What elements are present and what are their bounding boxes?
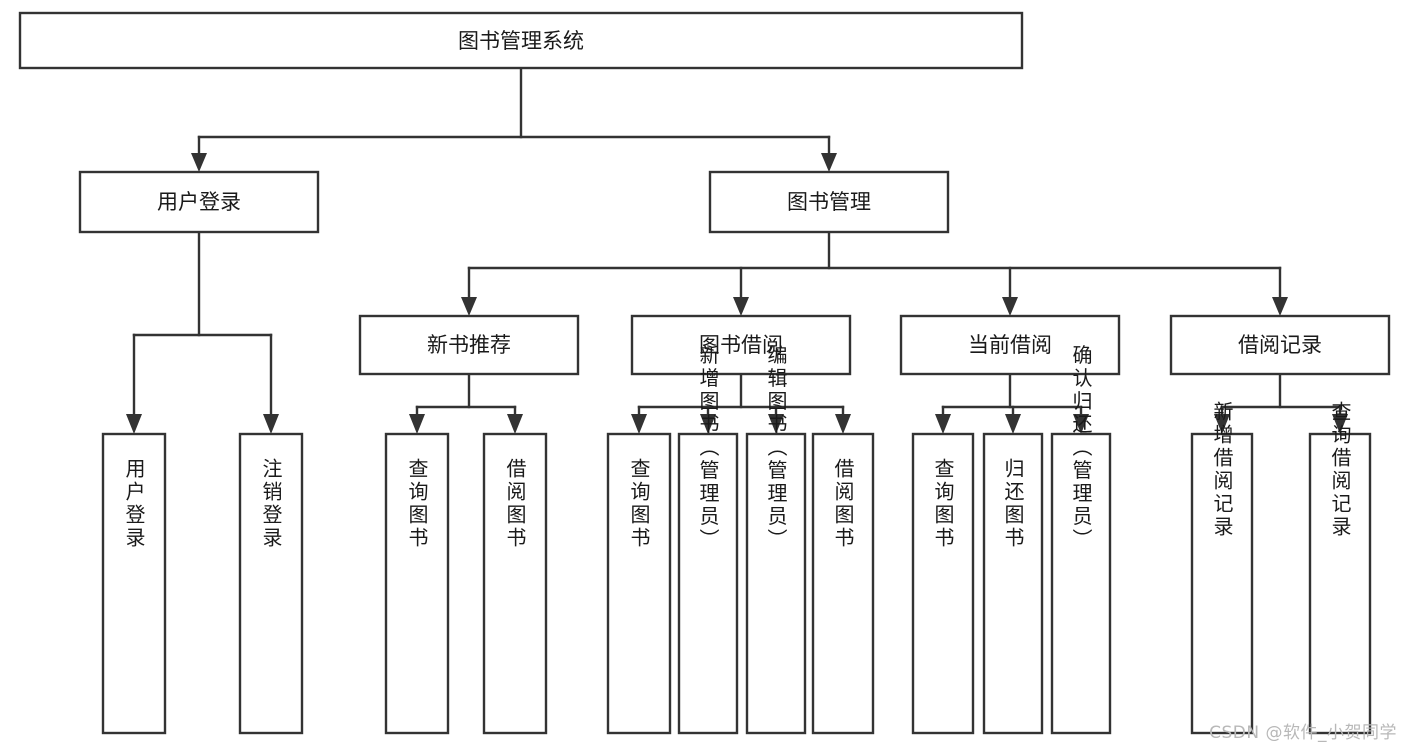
node-user-login[interactable]: 用户登录: [78, 170, 320, 234]
node-leaf-add-borrow-record-label: 新增借阅记录: [1210, 401, 1234, 539]
arrow-to-new-book-recommend: [461, 297, 477, 316]
node-leaf-edit-book-admin-box[interactable]: [745, 432, 807, 735]
node-leaf-add-book-admin-box[interactable]: [677, 432, 739, 735]
node-leaf-query-book-current-box[interactable]: [911, 432, 975, 735]
node-root-box[interactable]: [18, 11, 1024, 70]
node-leaf-confirm-return-admin-box[interactable]: [1050, 432, 1112, 735]
node-borrow-record[interactable]: 借阅记录: [1169, 314, 1391, 376]
arrow-to-book-manage: [821, 153, 837, 172]
node-book-manage-label: 图书管理: [787, 190, 871, 214]
node-user-login-label: 用户登录: [157, 190, 241, 214]
node-leaf-borrow-book-box[interactable]: [811, 432, 875, 735]
node-leaf-query-borrow-record-box[interactable]: [1308, 432, 1372, 735]
node-leaf-return-book-label: 归还图书: [1001, 458, 1025, 550]
leaf-box-layer: [101, 432, 1372, 735]
node-leaf-user-login-label: 用户登录: [122, 458, 146, 550]
node-book-manage[interactable]: 图书管理: [708, 170, 950, 234]
arrow-leaf-add-book-admin: [700, 414, 716, 434]
connector-layer: [126, 66, 1348, 434]
arrow-leaf-borrow-book: [835, 414, 851, 434]
node-leaf-edit-book-admin-label: 编辑图书（管理员）: [764, 344, 788, 551]
node-new-book-recommend[interactable]: 新书推荐: [358, 314, 580, 376]
node-leaf-query-book-recommend-label: 查询图书: [405, 458, 429, 550]
arrow-to-book-borrow: [733, 297, 749, 316]
node-leaf-query-borrow-record-label: 查询借阅记录: [1328, 401, 1352, 539]
arrow-leaf-return-book: [1005, 414, 1021, 434]
node-borrow-record-label: 借阅记录: [1238, 333, 1322, 357]
leaf-label-layer: 用户登录 注销登录 查询图书 借阅图书 查询图书 新增图书（管理员） 编辑图书（…: [122, 344, 1352, 551]
node-leaf-query-book-recommend-box[interactable]: [384, 432, 450, 735]
arrow-leaf-logout: [263, 414, 279, 434]
node-leaf-logout-box[interactable]: [238, 432, 304, 735]
node-root[interactable]: 图书管理系统: [18, 11, 1024, 70]
node-current-borrow-box[interactable]: [899, 314, 1121, 376]
node-leaf-logout-label: 注销登录: [259, 458, 283, 550]
node-leaf-return-book-box[interactable]: [982, 432, 1044, 735]
node-new-book-recommend-box[interactable]: [358, 314, 580, 376]
node-current-borrow-label: 当前借阅: [968, 333, 1052, 357]
arrow-leaf-borrow-book-recommend: [507, 414, 523, 434]
arrow-leaf-confirm-return-admin: [1073, 414, 1089, 434]
node-leaf-add-book-admin-label: 新增图书（管理员）: [696, 344, 720, 551]
node-leaf-borrow-book-recommend-label: 借阅图书: [503, 458, 527, 550]
node-leaf-add-borrow-record-box[interactable]: [1190, 432, 1254, 735]
arrow-to-current-borrow: [1002, 297, 1018, 316]
node-leaf-borrow-book-recommend-box[interactable]: [482, 432, 548, 735]
arrow-leaf-user-login: [126, 414, 142, 434]
arrow-leaf-query-book-current: [935, 414, 951, 434]
node-book-manage-box[interactable]: [708, 170, 950, 234]
node-user-login-box[interactable]: [78, 170, 320, 234]
node-borrow-record-box[interactable]: [1169, 314, 1391, 376]
node-leaf-query-book-current-label: 查询图书: [931, 458, 955, 550]
node-leaf-borrow-book-label: 借阅图书: [831, 458, 855, 550]
node-book-borrow-box[interactable]: [630, 314, 852, 376]
node-leaf-confirm-return-admin-label: 确认归还（管理员）: [1069, 344, 1093, 551]
node-leaf-user-login-box[interactable]: [101, 432, 167, 735]
arrow-leaf-query-borrow-record: [1332, 414, 1348, 434]
node-book-borrow[interactable]: 图书借阅: [630, 314, 852, 376]
arrow-leaf-edit-book-admin: [768, 414, 784, 434]
node-book-borrow-label: 图书借阅: [699, 333, 783, 357]
node-leaf-query-book-borrow-label: 查询图书: [627, 458, 651, 550]
node-leaf-query-book-borrow-box[interactable]: [606, 432, 672, 735]
node-current-borrow[interactable]: 当前借阅: [899, 314, 1121, 376]
csdn-watermark: CSDN @软件_小贺同学: [1209, 723, 1397, 743]
arrow-leaf-query-book-borrow: [631, 414, 647, 434]
node-root-label: 图书管理系统: [458, 29, 584, 53]
arrow-to-user-login: [191, 153, 207, 172]
arrow-leaf-query-book-recommend: [409, 414, 425, 434]
node-new-book-recommend-label: 新书推荐: [427, 333, 511, 357]
arrow-to-borrow-record: [1272, 297, 1288, 316]
arrow-leaf-add-borrow-record: [1214, 414, 1230, 434]
